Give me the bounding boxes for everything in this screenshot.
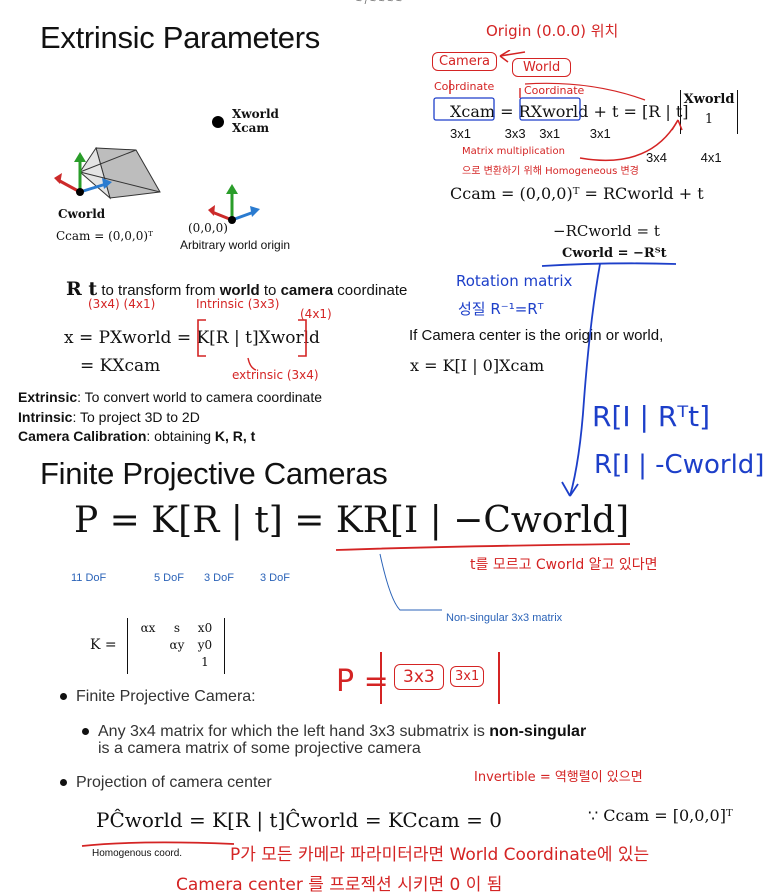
c-cam-label: Ccam = (0,0,0)ᵀ <box>56 229 154 243</box>
eq-projection-center: PĈworld = K[R | t]Ĉworld = KCcam = 0 <box>96 808 502 832</box>
blue-arrow <box>561 263 601 497</box>
world-point <box>212 116 224 128</box>
annotation-origin: Origin (0.0.0) 위치 <box>486 22 619 40</box>
eq-projection-2: = KXcam <box>80 356 161 376</box>
eq-origin: x = K[I | 0]Xcam <box>410 356 545 375</box>
dof-3a: 3 DoF <box>204 572 234 584</box>
annotation-world-box: World <box>512 58 572 77</box>
eq-center: Ccam = (0,0,0)ᵀ = RCworld + t <box>450 184 704 203</box>
c-world-label: Cworld <box>58 207 106 221</box>
annotation-matrix-mult: Matrix multiplication <box>462 146 565 157</box>
annotation-invertible: Invertible = 역행렬이 있으면 <box>474 770 643 785</box>
camera-center-text: If Camera center is the origin or world, <box>409 327 664 344</box>
origin-label: Arbitrary world origin <box>180 238 291 252</box>
camera-bold: camera <box>280 282 334 299</box>
annotation-p-box1: 3x3 <box>394 664 444 690</box>
def-intrinsic: Intrinsic: To project 3D to 2D <box>18 408 200 425</box>
annotation-coordinate-2: Coordinate <box>524 84 585 97</box>
vector-top: Xworld <box>683 92 735 107</box>
annotation-unknown-t: t를 모르고 Cworld 알고 있다면 <box>470 557 658 573</box>
annotation-bottom-2: Camera center 를 프로젝션 시키면 0 이 됨 <box>176 875 503 895</box>
camera-z-axis <box>79 182 107 194</box>
transform-mid: to <box>259 282 281 299</box>
annotation-property: 성질 R⁻¹=Rᵀ <box>458 300 544 318</box>
camera-scene-diagram <box>54 116 260 224</box>
dims-row-1: 3x1 3x3 3x1 3x1 <box>450 126 611 141</box>
annotation-rotation: Rotation matrix <box>456 272 573 290</box>
extrinsic-bracket <box>197 319 307 371</box>
origin-coords: (0,0,0) <box>188 221 228 235</box>
eq-because: ∵ Ccam = [0,0,0]ᵀ <box>588 806 733 825</box>
rt-symbol: R t <box>66 278 98 300</box>
annotation-big-1: R[I | Rᵀt] <box>592 400 711 433</box>
eq-transform: Xcam = RXworld + t = [R | t] <box>450 102 689 121</box>
definitions-list: Extrinsic: To convert world to camera co… <box>18 388 322 447</box>
annotation-coordinate-1: Coordinate <box>434 80 495 93</box>
def-calibration: Camera Calibration: obtaining K, R, t <box>18 428 256 444</box>
x-world-label: Xworld <box>232 107 279 121</box>
annotation-p-bracket <box>380 652 500 704</box>
dof-11: 11 DoF <box>71 572 107 584</box>
transform-post: coordinate <box>333 282 408 299</box>
transform-text: to transform from <box>101 282 220 299</box>
vector-bottom: 1 <box>704 112 714 127</box>
underline-annotations <box>335 543 631 611</box>
section-title-extrinsic: Extrinsic Parameters <box>40 20 320 55</box>
homog-vector: Xworld 1 <box>680 90 738 134</box>
world-bold: world <box>219 282 260 299</box>
annotation-extrinsic: extrinsic (3x4) <box>232 368 319 382</box>
header-fragment: ~ / ~ ~ ~ ~ <box>356 0 402 7</box>
annotation-p-box2: 3x1 <box>450 666 485 687</box>
section-title-finite: Finite Projective Cameras <box>40 456 388 491</box>
def-extrinsic: Extrinsic: To convert world to camera co… <box>18 389 323 405</box>
annotation-bottom-1: P가 모든 카메라 파라미터라면 World Coordinate에 있는 <box>230 845 650 865</box>
bullet-finite-camera: Finite Projective Camera: <box>60 688 256 706</box>
annotation-p-label: P = <box>336 664 389 699</box>
nonsingular-label: Non-singular 3x3 matrix <box>446 612 563 624</box>
annotation-dims: (3x4) (4x1) <box>88 297 156 311</box>
annotation-camera-box: Camera <box>432 52 498 71</box>
eq-neg-rc: −RCworld = t <box>553 222 660 240</box>
bullet-projection: Projection of camera center <box>60 774 272 792</box>
dof-5: 5 DoF <box>154 572 184 584</box>
annotation-intrinsic: Intrinsic (3x3) <box>196 297 280 311</box>
annotation-big-2: R[I | -Cworld] <box>594 450 765 480</box>
annotation-41: (4x1) <box>300 307 332 321</box>
eq-c-world: Cworld = −Rᵀt <box>562 246 667 261</box>
dof-3b: 3 DoF <box>260 572 290 584</box>
eq-projection-1: x = PXworld = K[R | t]Xworld <box>64 328 320 348</box>
k-label: K = <box>90 637 117 653</box>
x-cam-label: Xcam <box>232 121 270 135</box>
transform-line: R t to transform from world to camera co… <box>66 278 407 300</box>
homog-coord-label: Homogenous coord. <box>92 848 183 859</box>
annotation-homog: 으로 변환하기 위해 Homogeneous 변경 <box>462 166 639 177</box>
eq-p-big: P = K[R | t] = KR[I | −Cworld] <box>74 500 630 541</box>
camera-x-axis <box>57 178 81 194</box>
dims-row-2: 3x4 4x1 <box>646 150 722 165</box>
annotation-arrows <box>433 50 683 162</box>
sub-bullet: Any 3x4 matrix for which the left hand 3… <box>82 723 586 757</box>
